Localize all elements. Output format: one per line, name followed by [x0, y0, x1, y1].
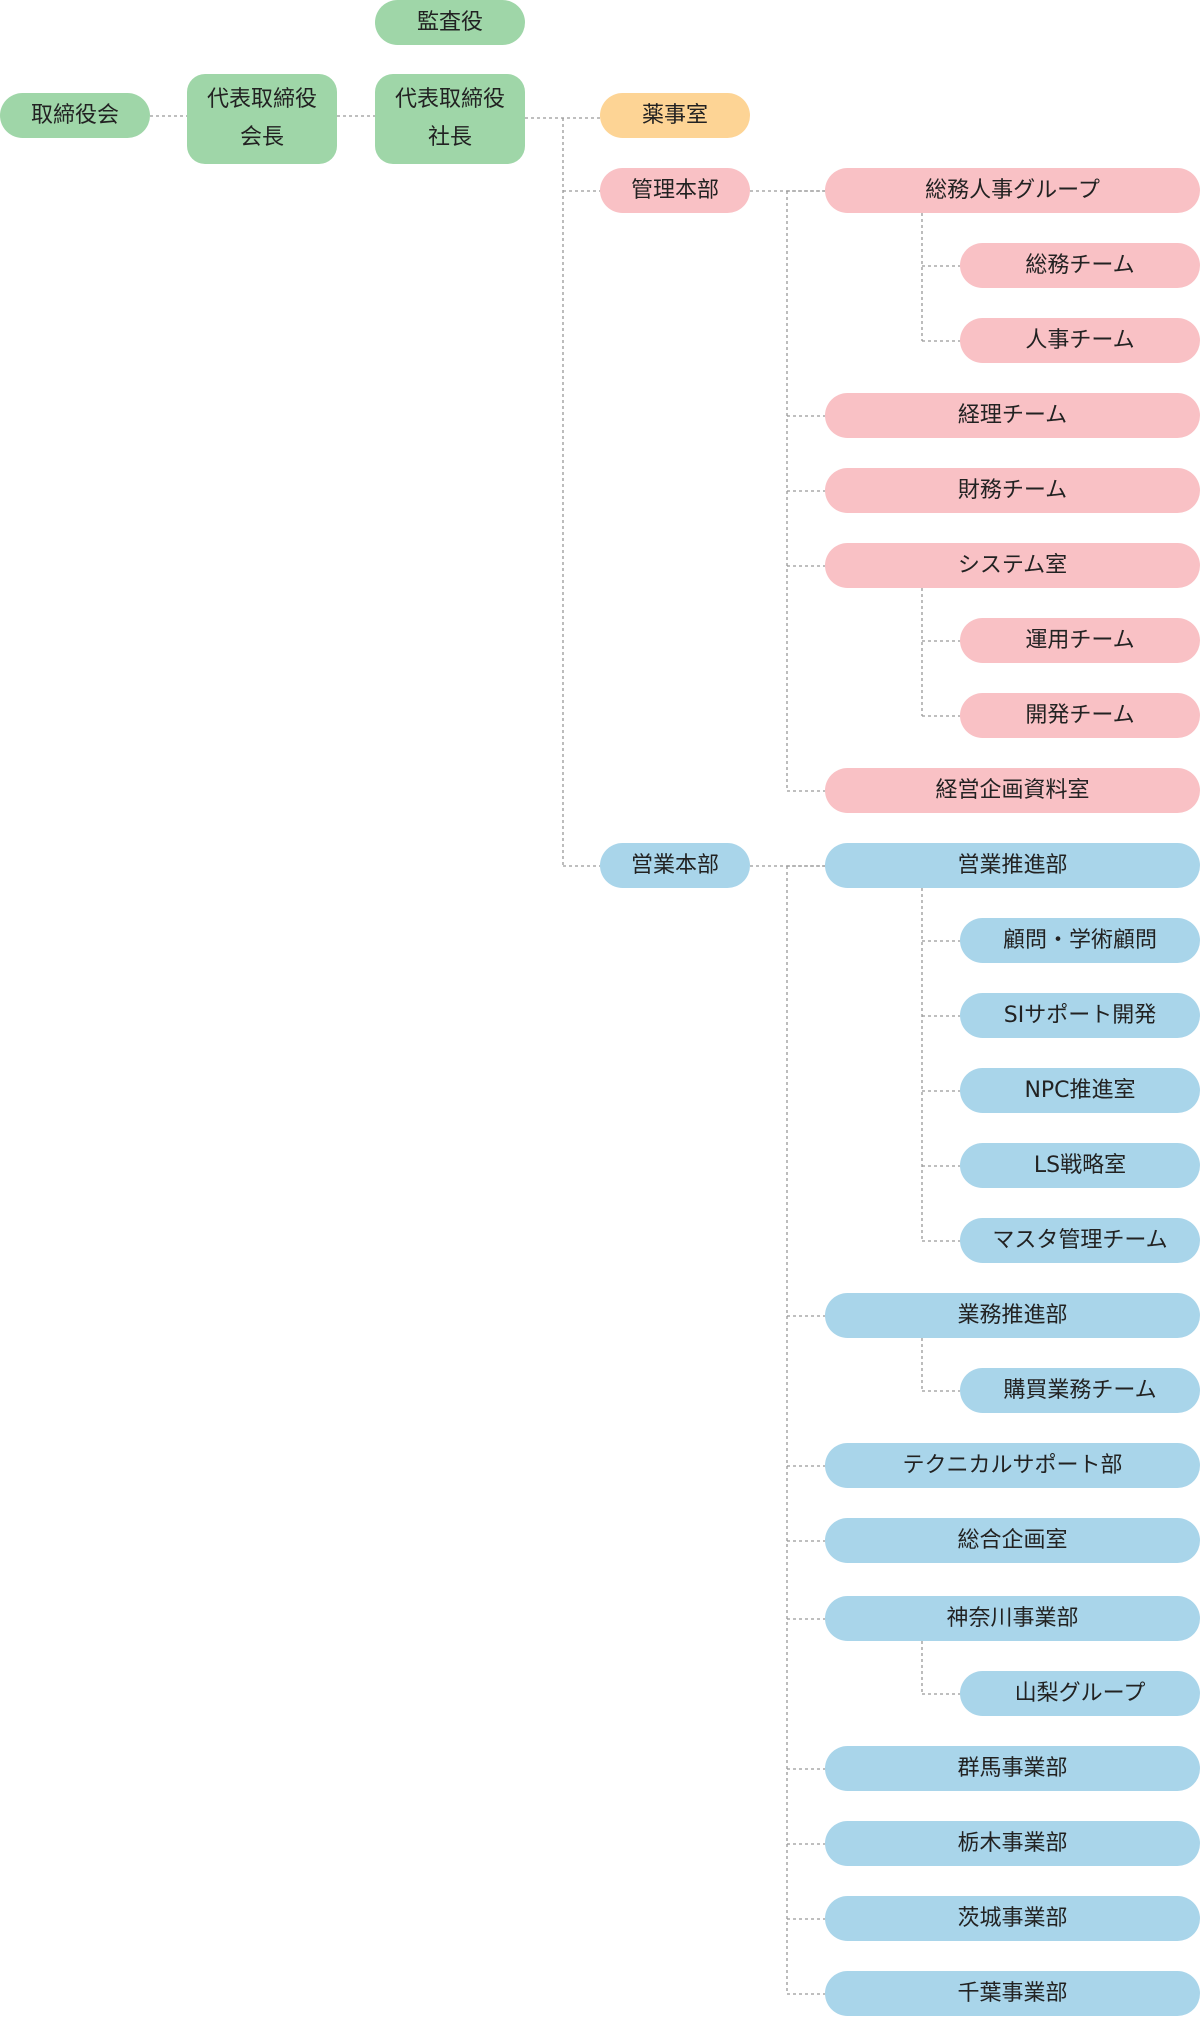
chairman-role: 会長 [239, 125, 284, 150]
sales-team-master-data: マスタ管理チーム [960, 1218, 1200, 1263]
admin-unit-systems: システム室 [825, 543, 1200, 588]
admin-unit-finance: 財務チーム [825, 468, 1200, 513]
board-node: 取締役会 [0, 93, 150, 138]
sales-team-npc: NPC推進室 [960, 1068, 1200, 1113]
sales-unit-gunma: 群馬事業部 [825, 1746, 1200, 1791]
sales-team-yamanashi: 山梨グループ [960, 1671, 1200, 1716]
admin-unit-accounting: 経理チーム [825, 393, 1200, 438]
admin-unit-management-planning-archives: 経営企画資料室 [825, 768, 1200, 813]
admin-unit-general-affairs-hr: 総務人事グループ [825, 168, 1200, 213]
sales-division-node: 営業本部 [600, 843, 750, 888]
sales-unit-general-planning: 総合企画室 [825, 1518, 1200, 1563]
sales-team-advisors: 顧問・学術顧問 [960, 918, 1200, 963]
chairman-node: 代表取締役 会長 [187, 74, 337, 164]
sales-unit-kanagawa: 神奈川事業部 [825, 1596, 1200, 1641]
sales-team-si-support: SIサポート開発 [960, 993, 1200, 1038]
admin-team-operations: 運用チーム [960, 618, 1200, 663]
admin-team-hr: 人事チーム [960, 318, 1200, 363]
auditor-node: 監査役 [375, 0, 525, 45]
sales-unit-chiba: 千葉事業部 [825, 1971, 1200, 2016]
admin-division-node: 管理本部 [600, 168, 750, 213]
sales-team-purchasing: 購買業務チーム [960, 1368, 1200, 1413]
sales-unit-tochigi: 栃木事業部 [825, 1821, 1200, 1866]
admin-team-general-affairs: 総務チーム [960, 243, 1200, 288]
sales-unit-sales-promotion: 営業推進部 [825, 843, 1200, 888]
sales-team-ls-strategy: LS戦略室 [960, 1143, 1200, 1188]
sales-unit-ibaraki: 茨城事業部 [825, 1896, 1200, 1941]
pharmacy-office-node: 薬事室 [600, 93, 750, 138]
president-role: 社長 [427, 125, 472, 150]
sales-unit-technical-support: テクニカルサポート部 [825, 1443, 1200, 1488]
sales-unit-business-promotion: 業務推進部 [825, 1293, 1200, 1338]
president-title: 代表取締役 [394, 87, 505, 112]
president-node: 代表取締役 社長 [375, 74, 525, 164]
admin-team-development: 開発チーム [960, 693, 1200, 738]
chairman-title: 代表取締役 [206, 87, 317, 112]
